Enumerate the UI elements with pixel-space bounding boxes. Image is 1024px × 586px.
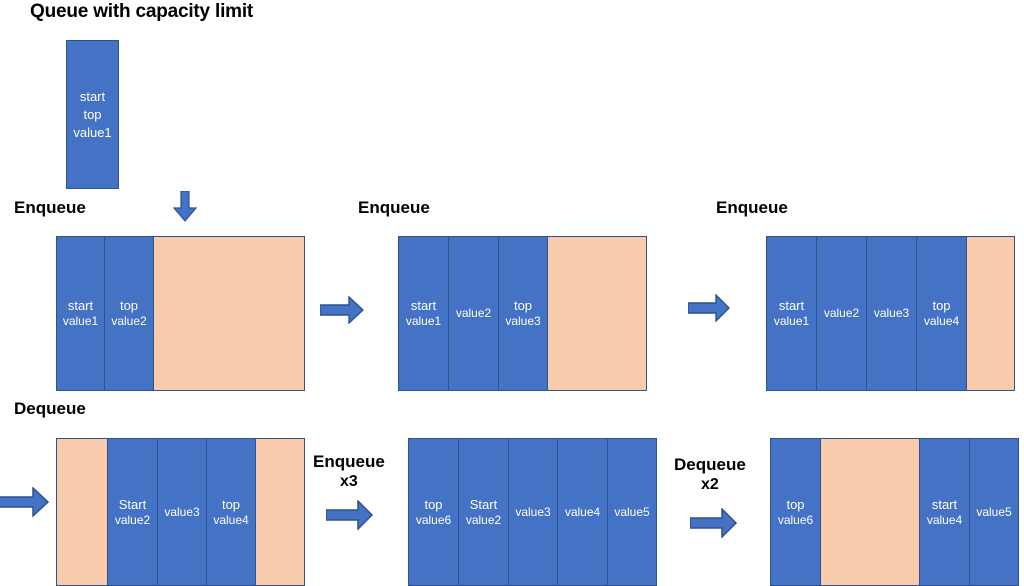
queue-cell-empty	[204, 237, 254, 390]
queue-cell: start value4	[920, 439, 970, 585]
queue-cell: start value1	[399, 237, 449, 390]
queue-cell: value3	[867, 237, 917, 390]
cell-pointer: top	[424, 496, 443, 512]
cell-value: value4	[923, 314, 960, 328]
cell-value: value3	[873, 306, 910, 320]
cell-value: value2	[465, 512, 502, 527]
cell-pointer-top: top	[83, 106, 102, 122]
cell-value: value3	[164, 504, 200, 519]
arrow-right-icon	[690, 508, 738, 538]
arrow-right-icon	[326, 500, 374, 530]
cell-pointer: start	[931, 496, 958, 512]
queue-initial: start top value1	[66, 40, 119, 189]
queue-cell-empty	[967, 237, 1014, 390]
queue-cell: value3	[158, 439, 207, 585]
step-label-multiplier: x2	[701, 476, 719, 493]
step-label-text: Enqueue	[716, 198, 788, 217]
step-label-text: Dequeue	[674, 455, 746, 474]
cell-pointer: start	[67, 298, 94, 313]
cell-value: value4	[926, 512, 963, 527]
page-title: Queue with capacity limit	[30, 1, 254, 22]
cell-value: value1	[405, 314, 442, 328]
queue-cell: value4	[558, 439, 608, 585]
cell-value: value2	[455, 306, 492, 320]
queue-cell: value2	[817, 237, 867, 390]
queue-cell-empty	[254, 237, 304, 390]
queue-cell-empty	[256, 439, 304, 585]
cell-value: value6	[415, 512, 452, 527]
cell-value: value6	[777, 512, 814, 527]
arrow-down-icon	[173, 191, 197, 222]
queue-cell-empty	[154, 237, 204, 390]
queue-step2: start value1 value2 top value3	[398, 236, 647, 391]
cell-pointer-start: start	[79, 88, 106, 104]
step-label-enqueue-x3: Enqueue x3	[313, 452, 385, 492]
cell-pointer: top	[119, 298, 139, 313]
step-label-text: Enqueue	[14, 198, 86, 217]
queue-cell: top value4	[207, 439, 256, 585]
queue-cell-empty	[57, 439, 108, 585]
arrow-right-icon	[320, 296, 364, 324]
cell-value: value5	[614, 504, 650, 519]
cell-value: value2	[823, 306, 860, 320]
step-label-text: Enqueue	[313, 452, 385, 471]
queue-cell: top value6	[409, 439, 459, 585]
queue-cell: value5	[608, 439, 656, 585]
step-label-dequeue-x2: Dequeue x2	[674, 455, 746, 495]
cell-pointer: start	[778, 298, 805, 313]
cell-value: value1	[73, 124, 112, 140]
step-label-enqueue-2: Enqueue	[358, 198, 430, 218]
queue-cell: top value2	[105, 237, 154, 390]
queue-step3: start value1 value2 value3 top value4	[766, 236, 1015, 391]
queue-cell-empty	[598, 237, 646, 390]
cell-value: value4	[213, 512, 249, 527]
queue-cell: top value3	[499, 237, 548, 390]
cell-value: value3	[515, 504, 551, 519]
queue-cell: value2	[449, 237, 499, 390]
queue-cell-empty	[821, 439, 871, 585]
queue-cell: Start value2	[459, 439, 509, 585]
queue-step1: start value1 top value2	[56, 236, 305, 391]
queue-step5: top value6 Start value2 value3 value4 va…	[408, 438, 657, 586]
queue-step4: Start value2 value3 top value4	[56, 438, 305, 586]
queue-cell: top value6	[771, 439, 821, 585]
arrow-right-icon	[688, 294, 730, 322]
arrow-right-icon	[0, 487, 50, 517]
cell-value: value1	[62, 314, 99, 328]
queue-step6: top value6 start value4 value5	[770, 438, 1019, 586]
cell-pointer: top	[221, 496, 241, 512]
cell-value: value2	[111, 314, 147, 328]
queue-cell: Start value2	[108, 439, 158, 585]
queue-cell: start value1	[57, 237, 105, 390]
cell-pointer: Start	[469, 496, 498, 512]
step-label-text: Dequeue	[14, 399, 86, 418]
cell-value: value2	[114, 512, 151, 527]
cell-value: value3	[505, 314, 541, 328]
step-label-text: Enqueue	[358, 198, 430, 217]
cell-value: value4	[564, 504, 601, 519]
step-label-dequeue-1: Dequeue	[14, 399, 86, 419]
step-label-enqueue-3: Enqueue	[716, 198, 788, 218]
queue-cell: start top value1	[67, 41, 118, 188]
queue-cell-empty	[871, 439, 920, 585]
cell-value: value5	[976, 504, 1012, 519]
step-label-enqueue-1: Enqueue	[14, 198, 86, 218]
cell-pointer: top	[786, 496, 805, 512]
step-label-multiplier: x3	[340, 473, 358, 490]
cell-pointer: top	[513, 298, 533, 313]
queue-cell: value5	[970, 439, 1018, 585]
queue-cell-empty	[548, 237, 598, 390]
cell-pointer: top	[932, 298, 951, 313]
cell-value: value1	[773, 314, 810, 328]
cell-pointer: Start	[118, 496, 147, 512]
queue-cell: top value4	[917, 237, 967, 390]
cell-pointer: start	[410, 298, 437, 313]
queue-cell: value3	[509, 439, 558, 585]
queue-cell: start value1	[767, 237, 817, 390]
